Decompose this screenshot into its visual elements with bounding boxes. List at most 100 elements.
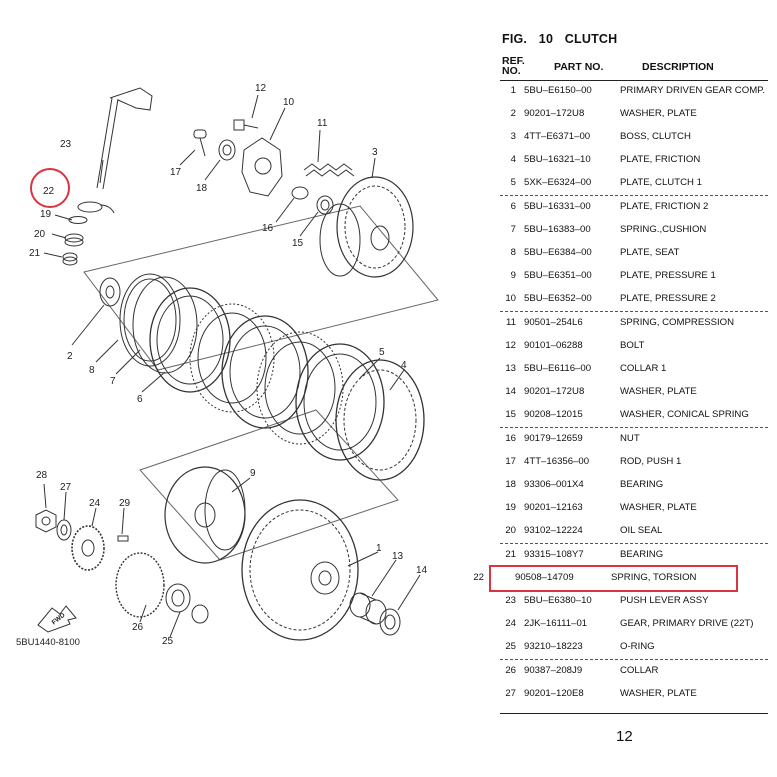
part-no-cell: 90101–06288: [524, 340, 583, 351]
description-cell: PUSH LEVER ASSY: [620, 595, 709, 606]
part-no-cell: 93210–18223: [524, 641, 583, 652]
part-no-cell: 5BU–E6384–00: [524, 247, 592, 258]
part-no-cell: 5BU–16331–00: [524, 201, 591, 212]
ref-cell: 6: [510, 201, 516, 212]
callout-22: 22: [43, 186, 55, 197]
table-row: 6 5BU–16331–00 PLATE, FRICTION 2: [500, 195, 768, 219]
description-cell: BOLT: [620, 340, 645, 351]
description-cell: GEAR, PRIMARY DRIVE (22T): [620, 618, 754, 629]
ref-cell: 11: [506, 317, 516, 328]
ref-cell: 16: [505, 433, 516, 444]
figure-label: FIG.: [502, 32, 528, 46]
drawing-code: 5BU1440-8100: [16, 637, 80, 648]
ref-cell: 5: [510, 177, 516, 188]
description-cell: OIL SEAL: [620, 525, 663, 536]
description-cell: SPRING, TORSION: [611, 572, 697, 583]
description-cell: COLLAR: [620, 665, 659, 676]
ref-cell: 17: [505, 456, 516, 467]
ref-cell: 8: [510, 247, 516, 258]
description-cell: BOSS, CLUTCH: [620, 131, 691, 142]
callout-10: 10: [283, 97, 295, 108]
part-no-cell: 93315–108Y7: [524, 549, 584, 560]
table-row: 25 93210–18223 O-RING: [500, 636, 768, 659]
table-row: 17 4TT–16356–00 ROD, PUSH 1: [500, 451, 768, 474]
description-cell: PLATE, CLUTCH 1: [620, 177, 702, 188]
callout-13: 13: [392, 551, 404, 562]
description-cell: WASHER, PLATE: [620, 386, 697, 397]
callout-9: 9: [250, 468, 256, 479]
callout-25: 25: [162, 636, 174, 647]
description-cell: SPRING, COMPRESSION: [620, 317, 735, 328]
callout-2: 2: [67, 351, 73, 362]
ref-cell: 4: [510, 154, 516, 165]
callout-7: 7: [110, 376, 116, 387]
description-cell: SPRING.,CUSHION: [620, 224, 707, 235]
callout-22-highlight: [30, 168, 70, 208]
description-cell: BEARING: [620, 479, 664, 490]
part-no-cell: 4TT–E6371–00: [524, 131, 591, 142]
callout-18: 18: [196, 183, 208, 194]
callout-29: 29: [119, 498, 131, 509]
ref-cell: 24: [505, 618, 516, 629]
part-no-cell: 5BU–E6380–10: [524, 595, 592, 606]
part-no-cell: 90508–14709: [515, 572, 574, 583]
callout-28: 28: [36, 470, 48, 481]
ref-cell: 10: [505, 293, 516, 304]
ref-cell: 27: [505, 688, 516, 699]
description-cell: PLATE, FRICTION: [620, 154, 701, 165]
callout-27: 27: [60, 482, 72, 493]
description-cell: COLLAR 1: [620, 363, 667, 374]
part-no-cell: 5BU–16321–10: [524, 154, 591, 165]
part-no-cell: 90201–12163: [524, 502, 583, 513]
description-cell: PLATE, FRICTION 2: [620, 201, 709, 212]
ref-cell: 25: [505, 641, 516, 652]
ref-cell: 1: [510, 85, 516, 96]
ref-cell: 15: [505, 409, 516, 420]
description-cell: PLATE, SEAT: [620, 247, 680, 258]
ref-cell: 18: [505, 479, 516, 490]
part-no-cell: 4TT–16356–00: [524, 456, 590, 467]
part-no-cell: 2JK–16111–01: [524, 618, 588, 629]
parts-table-header: REF. NO. PART NO. DESCRIPTION: [500, 50, 768, 81]
callout-26: 26: [132, 622, 144, 633]
description-cell: O-RING: [620, 641, 655, 652]
figure-title: FIG. 10 CLUTCH: [502, 32, 625, 46]
header-description: DESCRIPTION: [642, 61, 714, 73]
table-row: 4 5BU–16321–10 PLATE, FRICTION: [500, 149, 768, 172]
description-cell: ROD, PUSH 1: [620, 456, 682, 467]
part-no-cell: 90201–172U8: [524, 386, 585, 397]
callout-11: 11: [317, 118, 328, 129]
description-cell: WASHER, PLATE: [620, 688, 697, 699]
table-row: 8 5BU–E6384–00 PLATE, SEAT: [500, 242, 768, 265]
description-cell: NUT: [620, 433, 640, 444]
part-no-cell: 90201–120E8: [524, 688, 584, 699]
callout-14: 14: [416, 565, 428, 576]
part-no-cell: 90201–172U8: [524, 108, 585, 119]
ref-cell: 9: [510, 270, 516, 281]
part-no-cell: 5BU–E6351–00: [524, 270, 592, 281]
ref-cell: 19: [505, 502, 516, 513]
table-row: 24 2JK–16111–01 GEAR, PRIMARY DRIVE (22T): [500, 613, 768, 636]
part-no-cell: 5BU–E6352–00: [524, 293, 592, 304]
callout-17: 17: [170, 167, 182, 178]
ref-cell: 7: [510, 224, 516, 235]
table-row: 27 90201–120E8 WASHER, PLATE: [500, 683, 768, 706]
